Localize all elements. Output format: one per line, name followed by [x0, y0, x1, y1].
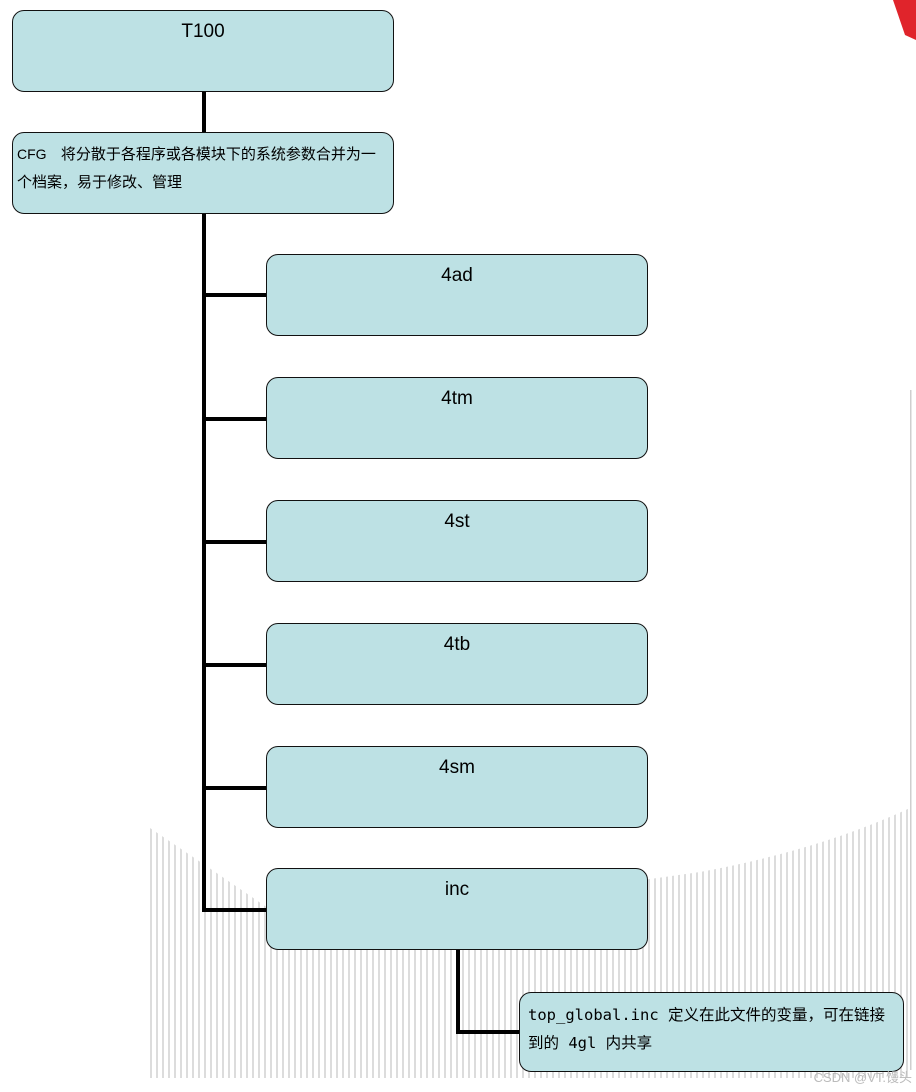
node-module-4sm[interactable]: 4sm — [266, 746, 648, 828]
node-module-4tm[interactable]: 4tm — [266, 377, 648, 459]
node-root[interactable]: T100 — [12, 10, 394, 92]
inc-note-text: top_global.inc 定义在此文件的变量，可在链接到的 4gl 内共享 — [528, 1006, 885, 1052]
node-inc-note[interactable]: top_global.inc 定义在此文件的变量，可在链接到的 4gl 内共享 — [519, 992, 904, 1072]
node-title: inc — [444, 879, 470, 900]
cfg-label: CFG — [17, 146, 47, 162]
node-module-4st[interactable]: 4st — [266, 500, 648, 582]
node-title: 4sm — [439, 757, 475, 778]
connector-branch-4tb — [202, 663, 268, 667]
node-title: 4st — [444, 511, 470, 532]
node-title: 4tm — [441, 388, 473, 409]
connector-trunk — [202, 213, 206, 912]
connector-inc-down — [456, 948, 460, 1034]
connector-branch-4st — [202, 540, 268, 544]
node-cfg[interactable]: CFG 将分散于各程序或各模块下的系统参数合并为一个档案，易于修改、管理 — [12, 132, 394, 214]
connector-root-cfg — [202, 91, 206, 133]
node-module-4tb[interactable]: 4tb — [266, 623, 648, 705]
node-title: T100 — [181, 21, 225, 42]
connector-branch-4sm — [202, 786, 268, 790]
connector-branch-inc — [202, 908, 268, 912]
red-corner-accent — [893, 0, 916, 40]
node-title: 4ad — [441, 265, 473, 286]
watermark: CSDN @VT.馒头 — [813, 1070, 912, 1085]
right-edge-line — [910, 390, 912, 1070]
connector-inc-note — [456, 1030, 521, 1034]
node-title: 4tb — [443, 634, 471, 655]
node-module-inc[interactable]: inc — [266, 868, 648, 950]
cfg-description: 将分散于各程序或各模块下的系统参数合并为一个档案，易于修改、管理 — [17, 145, 376, 191]
connector-branch-4tm — [202, 417, 268, 421]
node-module-4ad[interactable]: 4ad — [266, 254, 648, 336]
connector-branch-4ad — [202, 293, 268, 297]
